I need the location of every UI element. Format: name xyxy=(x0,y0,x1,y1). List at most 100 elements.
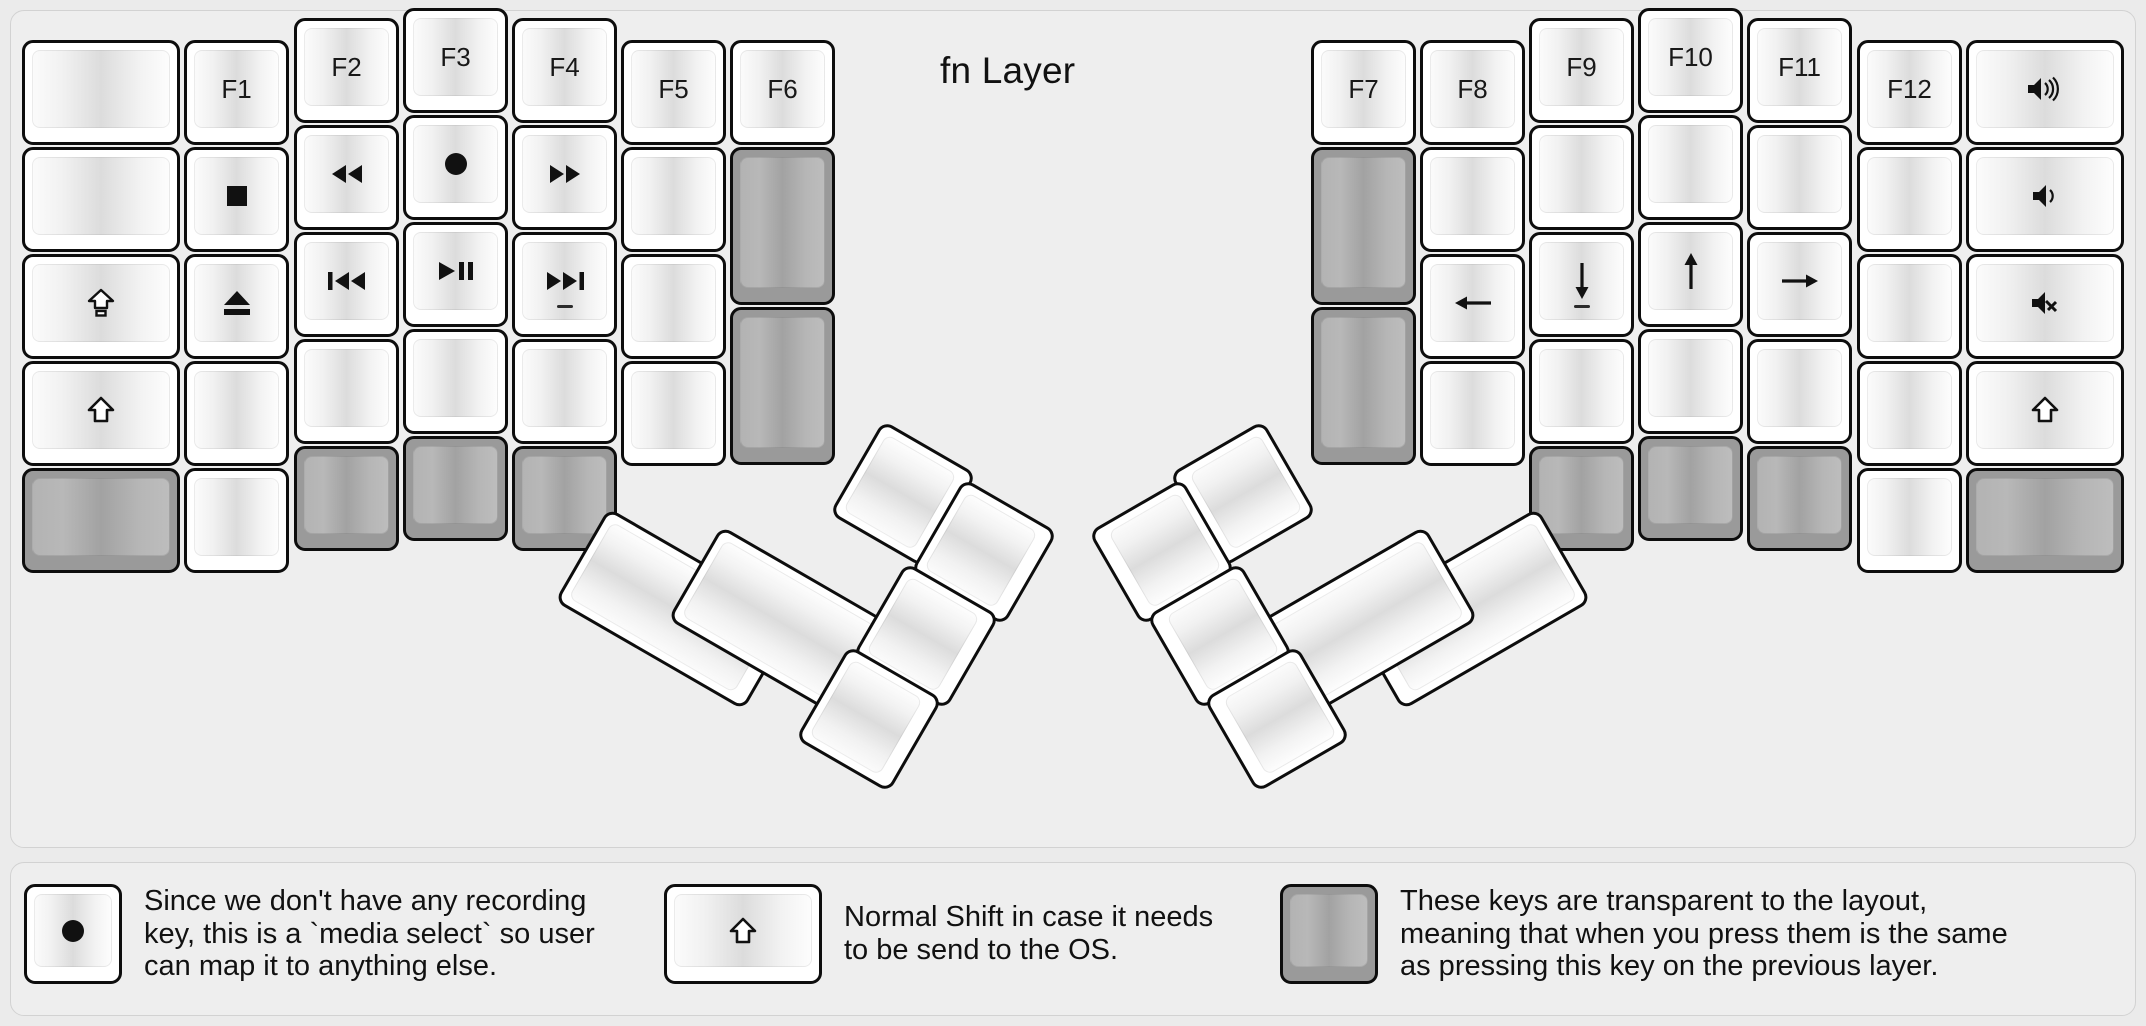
key-cap-surface xyxy=(1976,157,2114,235)
key-left-col-pinky-1[interactable] xyxy=(184,147,289,252)
key-cap-surface xyxy=(1757,135,1842,213)
key-left-col-ring-3[interactable] xyxy=(294,339,399,444)
key-right-col-middle-2[interactable] xyxy=(1638,222,1743,327)
key-cap-surface xyxy=(413,18,498,96)
key-right-col-middle-0[interactable]: F10 xyxy=(1638,8,1743,113)
key-right-col-middle-3[interactable] xyxy=(1638,329,1743,434)
key-cap-surface xyxy=(631,157,716,235)
key-left-col-pinky-outer-0[interactable] xyxy=(22,40,180,145)
key-cap-surface xyxy=(1648,339,1733,417)
key-cap-surface xyxy=(34,894,112,967)
key-right-col-inner-0[interactable]: F7 xyxy=(1311,40,1416,145)
key-left-col-pinky-3[interactable] xyxy=(184,361,289,466)
key-left-col-inner-1[interactable] xyxy=(730,147,835,305)
key-left-col-index-inner-0[interactable]: F5 xyxy=(621,40,726,145)
key-left-col-index-inner-1[interactable] xyxy=(621,147,726,252)
key-right-col-pinky-outer-0[interactable] xyxy=(1966,40,2124,145)
key-cap-surface xyxy=(740,317,825,448)
key-left-col-ring-0[interactable]: F2 xyxy=(294,18,399,123)
key-cap-surface xyxy=(32,50,170,128)
key-left-col-middle-4[interactable] xyxy=(403,436,508,541)
legend-description-1: Normal Shift in case it needs to be send… xyxy=(844,901,1214,966)
key-right-col-index-2[interactable] xyxy=(1529,232,1634,337)
key-left-col-index-inner-2[interactable] xyxy=(621,254,726,359)
key-cap-surface xyxy=(1430,50,1515,128)
key-right-col-pinky-2[interactable] xyxy=(1857,254,1962,359)
key-left-col-pinky-2[interactable] xyxy=(184,254,289,359)
key-left-col-index-2[interactable] xyxy=(512,232,617,337)
key-left-col-inner-2[interactable] xyxy=(730,307,835,465)
key-right-col-pinky-3[interactable] xyxy=(1857,361,1962,466)
key-left-col-inner-0[interactable]: F6 xyxy=(730,40,835,145)
key-cap-surface xyxy=(522,456,607,534)
key-right-col-index-3[interactable] xyxy=(1529,339,1634,444)
key-cap-surface xyxy=(1321,317,1406,448)
key-right-col-ring-3[interactable] xyxy=(1747,339,1852,444)
key-cap-surface xyxy=(1976,264,2114,342)
key-left-col-pinky-outer-4[interactable] xyxy=(22,468,180,573)
key-right-col-ring-1[interactable] xyxy=(1747,125,1852,230)
key-right-col-index-inner-1[interactable] xyxy=(1420,147,1525,252)
key-cap-surface xyxy=(413,446,498,524)
key-cap-surface xyxy=(194,50,279,128)
key-right-col-middle-1[interactable] xyxy=(1638,115,1743,220)
key-cap-surface xyxy=(1867,264,1952,342)
key-right-col-pinky-outer-1[interactable] xyxy=(1966,147,2124,252)
key-cap-surface xyxy=(32,478,170,556)
key-left-col-index-0[interactable]: F4 xyxy=(512,18,617,123)
key-right-col-index-inner-3[interactable] xyxy=(1420,361,1525,466)
legend-panel xyxy=(10,862,2136,1016)
key-left-col-middle-3[interactable] xyxy=(403,329,508,434)
key-left-col-ring-4[interactable] xyxy=(294,446,399,551)
key-right-col-pinky-4[interactable] xyxy=(1857,468,1962,573)
key-left-col-ring-1[interactable] xyxy=(294,125,399,230)
key-cap-surface xyxy=(1867,157,1952,235)
key-right-col-ring-2[interactable] xyxy=(1747,232,1852,337)
key-right-col-inner-1[interactable] xyxy=(1311,147,1416,305)
key-right-col-index-inner-2[interactable] xyxy=(1420,254,1525,359)
key-left-col-middle-2[interactable] xyxy=(403,222,508,327)
legend-item-0: Since we don't have any recording key, t… xyxy=(24,884,595,984)
legend-sample-key-2 xyxy=(1280,884,1378,984)
key-cap-surface xyxy=(1757,349,1842,427)
key-cap-surface xyxy=(1539,135,1624,213)
key-left-col-middle-1[interactable] xyxy=(403,115,508,220)
key-cap-surface xyxy=(32,371,170,449)
key-left-col-index-inner-3[interactable] xyxy=(621,361,726,466)
key-right-col-inner-2[interactable] xyxy=(1311,307,1416,465)
key-cap-surface xyxy=(1757,242,1842,320)
key-left-col-pinky-0[interactable]: F1 xyxy=(184,40,289,145)
key-left-col-pinky-outer-3[interactable] xyxy=(22,361,180,466)
key-cap-surface xyxy=(740,157,825,288)
key-right-col-ring-4[interactable] xyxy=(1747,446,1852,551)
key-cap-surface xyxy=(413,339,498,417)
key-right-col-pinky-outer-4[interactable] xyxy=(1966,468,2124,573)
key-left-col-pinky-outer-2[interactable] xyxy=(22,254,180,359)
key-left-col-pinky-outer-1[interactable] xyxy=(22,147,180,252)
key-right-col-index-1[interactable] xyxy=(1529,125,1634,230)
key-right-col-pinky-0[interactable]: F12 xyxy=(1857,40,1962,145)
key-left-col-pinky-4[interactable] xyxy=(184,468,289,573)
key-left-col-index-1[interactable] xyxy=(512,125,617,230)
key-right-col-pinky-outer-2[interactable] xyxy=(1966,254,2124,359)
key-cap-surface xyxy=(304,242,389,320)
key-left-col-ring-2[interactable] xyxy=(294,232,399,337)
key-right-col-index-inner-0[interactable]: F8 xyxy=(1420,40,1525,145)
key-cap-surface xyxy=(1430,371,1515,449)
key-cap-surface xyxy=(1430,157,1515,235)
key-cap-surface xyxy=(32,264,170,342)
key-right-col-pinky-1[interactable] xyxy=(1857,147,1962,252)
key-left-col-middle-0[interactable]: F3 xyxy=(403,8,508,113)
key-right-col-index-0[interactable]: F9 xyxy=(1529,18,1634,123)
key-cap-surface xyxy=(674,894,812,967)
key-right-col-index-4[interactable] xyxy=(1529,446,1634,551)
key-right-col-pinky-outer-3[interactable] xyxy=(1966,361,2124,466)
legend-description-0: Since we don't have any recording key, t… xyxy=(144,884,595,983)
key-left-col-index-3[interactable] xyxy=(512,339,617,444)
key-right-col-ring-0[interactable]: F11 xyxy=(1747,18,1852,123)
key-cap-surface xyxy=(304,135,389,213)
key-left-col-index-4[interactable] xyxy=(512,446,617,551)
key-right-col-middle-4[interactable] xyxy=(1638,436,1743,541)
key-cap-surface xyxy=(631,264,716,342)
